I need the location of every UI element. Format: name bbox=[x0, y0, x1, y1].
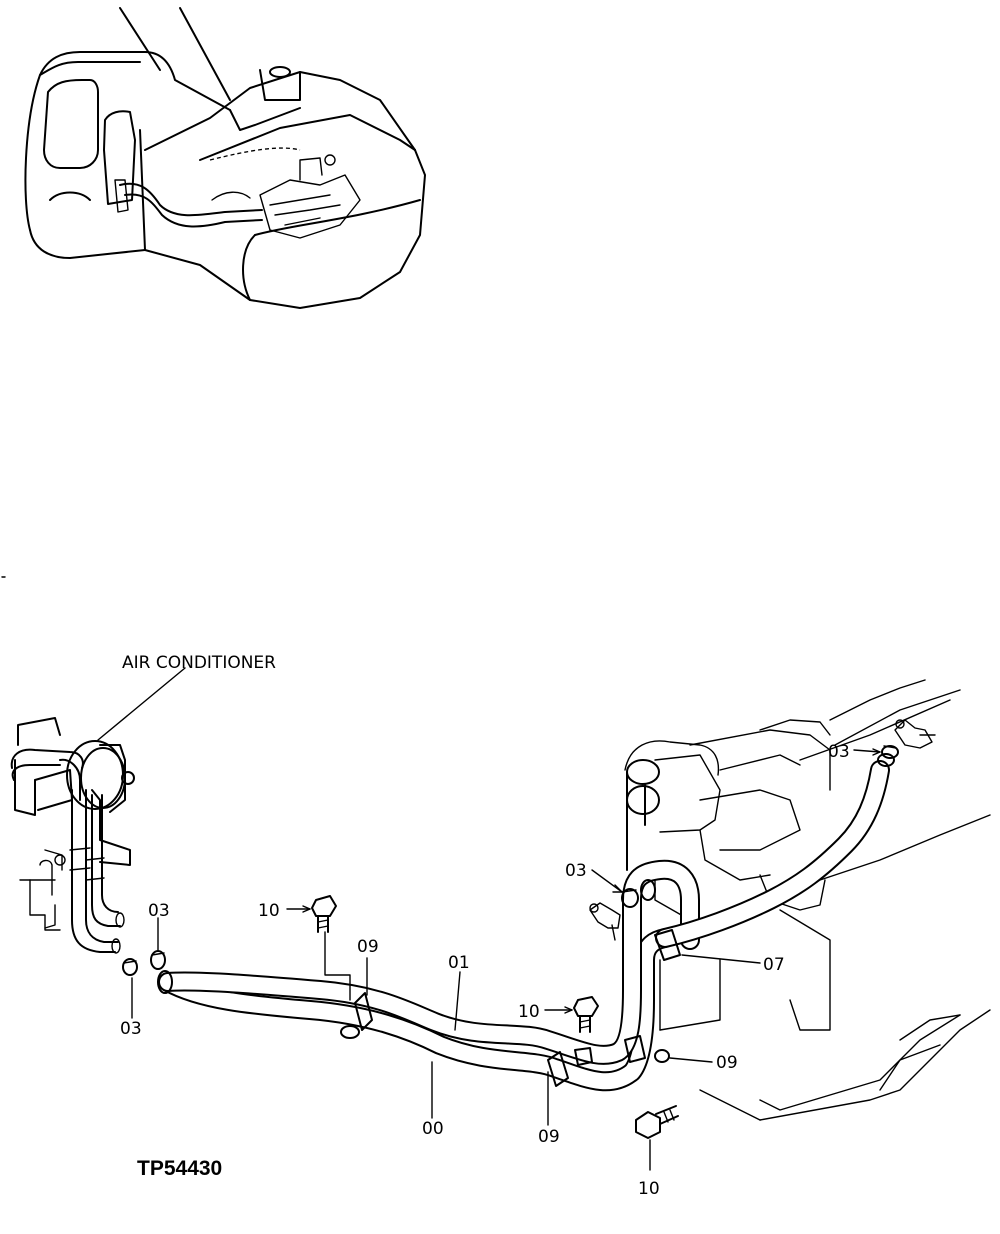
callout-01: 01 bbox=[448, 953, 470, 973]
bolt-10-a bbox=[311, 895, 337, 933]
callout-10-b: 10 bbox=[518, 1002, 540, 1022]
air-conditioner-unit bbox=[10, 717, 135, 954]
hose-end-left bbox=[157, 970, 173, 994]
callout-09-b: 09 bbox=[538, 1127, 560, 1147]
callout-03-a: 03 bbox=[148, 901, 170, 921]
hose-band-09-b bbox=[547, 1047, 593, 1087]
hose-clamp-03-b bbox=[122, 958, 138, 976]
hose-band-09-a bbox=[340, 992, 373, 1039]
hose-band-09-c bbox=[624, 929, 681, 1063]
callout-10-c: 10 bbox=[638, 1179, 660, 1199]
callout-00: 00 bbox=[422, 1119, 444, 1139]
callout-03-b: 03 bbox=[120, 1019, 142, 1039]
heater-hose-00 bbox=[158, 928, 675, 1092]
air-conditioner-leader bbox=[97, 667, 186, 741]
callout-10-a: 10 bbox=[258, 901, 280, 921]
hose-fitting bbox=[589, 902, 621, 941]
heater-hose-01 bbox=[158, 859, 700, 1065]
engine-block bbox=[624, 679, 991, 1121]
callout-09-a: 09 bbox=[357, 937, 379, 957]
leader-lines bbox=[131, 748, 881, 1171]
callout-03-d: 03 bbox=[828, 742, 850, 762]
callout-09-c: 09 bbox=[716, 1053, 738, 1073]
bolt-10-b bbox=[573, 996, 599, 1033]
hose-end-right bbox=[877, 753, 895, 767]
air-conditioner-label: AIR CONDITIONER bbox=[122, 653, 276, 673]
hose-clamp-03-a bbox=[150, 950, 166, 970]
hose-end-upper bbox=[640, 879, 656, 901]
bolt-10-c bbox=[635, 1105, 679, 1139]
excavator-overview-illustration bbox=[24, 7, 426, 309]
hose-clamp-03-d bbox=[881, 745, 899, 759]
hose-clamp-03-c bbox=[621, 888, 639, 908]
callout-07: 07 bbox=[763, 955, 785, 975]
callout-03-c: 03 bbox=[565, 861, 587, 881]
drawing-id: TP54430 bbox=[137, 1157, 222, 1180]
hose-07 bbox=[655, 760, 890, 948]
